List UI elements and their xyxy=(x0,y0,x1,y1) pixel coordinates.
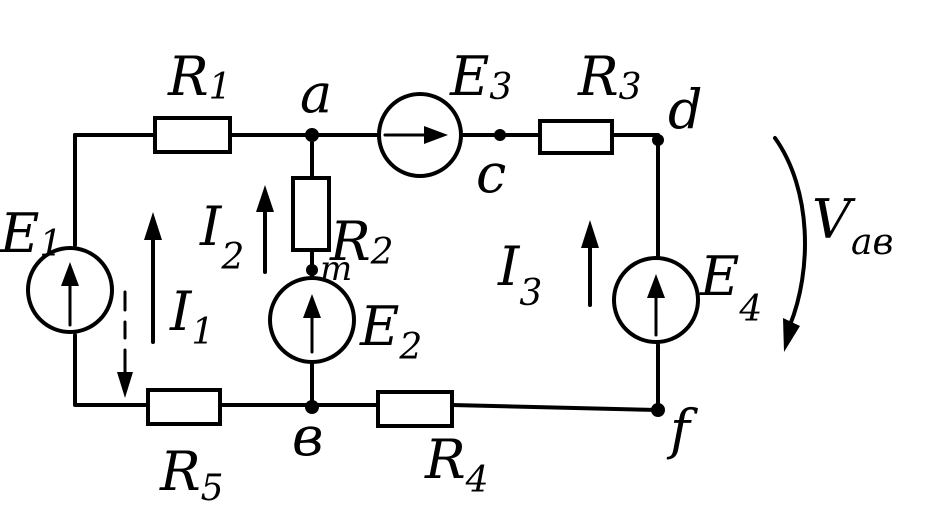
label-e3: E3 xyxy=(449,45,512,108)
label-i1-sub: 1 xyxy=(191,312,214,353)
label-r2-sub: 2 xyxy=(370,232,394,273)
label-voltage-sub: aв xyxy=(851,222,893,263)
label-e4: E4 xyxy=(699,245,762,330)
label-e1: E1 xyxy=(0,202,62,265)
label-e2: E2 xyxy=(359,295,422,368)
label-i1-base: I xyxy=(169,280,193,343)
resistor-r2 xyxy=(291,176,331,252)
current-arrow-i1-dashed xyxy=(117,290,133,398)
label-node-b: в xyxy=(292,405,323,468)
label-r1-base: R xyxy=(167,45,209,108)
label-voltage-base: V xyxy=(812,188,856,251)
label-e4-sub: 4 xyxy=(738,289,762,330)
node-c-dot xyxy=(494,129,506,141)
label-node-a: a xyxy=(300,62,332,125)
label-e3-sub: 3 xyxy=(489,67,512,108)
label-r1-sub: 1 xyxy=(209,67,232,108)
current-arrow-i2 xyxy=(256,185,274,274)
label-i3-base: I xyxy=(497,235,521,298)
label-r3-sub: 3 xyxy=(619,67,642,108)
label-i2-sub: 2 xyxy=(220,237,244,278)
label-r5-sub: 5 xyxy=(201,468,224,509)
label-e2-sub: 2 xyxy=(398,327,422,368)
label-e2-base: E xyxy=(359,295,399,358)
node-m-dot xyxy=(306,264,318,276)
resistor-r5 xyxy=(146,388,222,426)
label-r5-base: R xyxy=(159,440,201,503)
label-e1-base: E xyxy=(0,202,39,265)
source-e4 xyxy=(612,256,700,344)
label-r4-base: R xyxy=(424,428,466,491)
label-r2-base: R xyxy=(329,210,371,273)
label-r3: R3 xyxy=(577,45,642,108)
label-r4-sub: 4 xyxy=(465,460,489,501)
label-i3-sub: 3 xyxy=(519,273,542,314)
label-r3-base: R xyxy=(577,45,619,108)
node-d-dot xyxy=(652,134,664,146)
label-e3-base: E xyxy=(449,45,489,108)
resistor-r3 xyxy=(538,119,614,155)
source-e1 xyxy=(26,246,114,334)
node-b-dot xyxy=(305,400,319,414)
label-r2: R2 xyxy=(329,210,394,273)
label-e4-base: E xyxy=(699,245,739,308)
label-i1: I1 xyxy=(169,280,214,353)
label-r5: R5 xyxy=(159,440,224,509)
label-i2: I2 xyxy=(199,195,244,278)
node-f-dot xyxy=(651,403,665,417)
node-a-dot xyxy=(305,128,319,142)
voltage-arrow-vab xyxy=(773,136,807,352)
label-node-d: d xyxy=(668,78,703,141)
resistor-r1 xyxy=(153,116,232,154)
label-voltage-vab: Vaв xyxy=(812,188,893,263)
source-e3 xyxy=(377,92,463,178)
label-node-c: c xyxy=(476,142,506,205)
label-i3: I3 xyxy=(497,235,542,314)
label-r1: R1 xyxy=(167,45,232,108)
label-r4: R4 xyxy=(424,428,489,501)
label-node-f: f xyxy=(666,398,698,461)
label-e1-sub: 1 xyxy=(39,224,62,265)
current-arrow-i3 xyxy=(581,220,599,307)
current-arrow-i1 xyxy=(144,212,162,344)
label-node-m: m xyxy=(320,249,352,289)
label-i2-base: I xyxy=(199,195,223,258)
source-e2 xyxy=(268,276,356,364)
resistor-r4 xyxy=(376,390,454,428)
